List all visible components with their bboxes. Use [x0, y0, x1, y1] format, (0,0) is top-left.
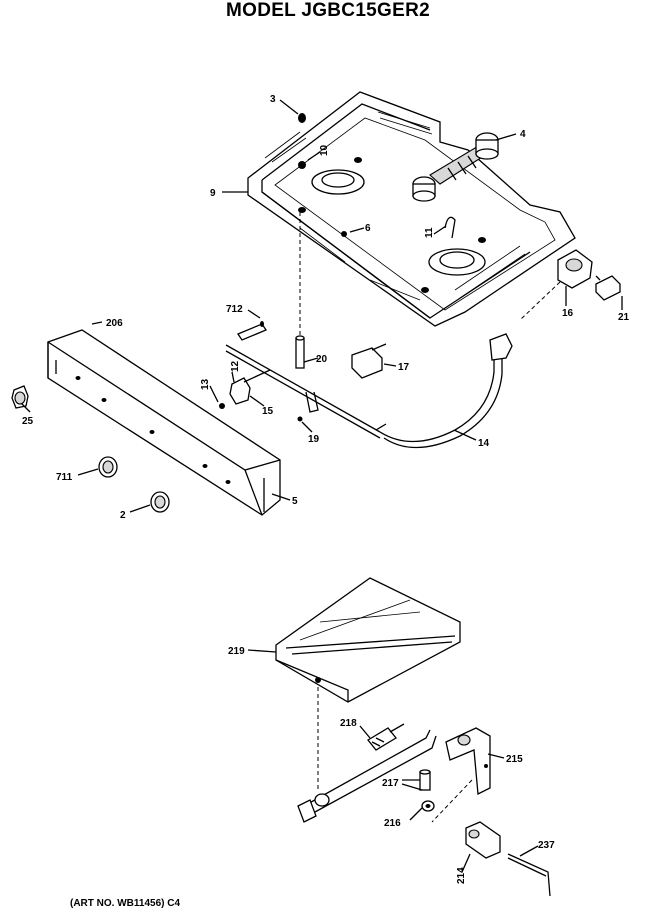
callout-218: 218: [340, 718, 357, 729]
manifold-pipe: [225, 323, 387, 439]
switch-part-21: [595, 275, 621, 301]
burner-box: [247, 91, 576, 327]
igniter-part-214: [465, 821, 501, 859]
callout-12: 12: [230, 360, 241, 372]
thermostat-part-17: [351, 343, 387, 379]
callout-17: 17: [398, 362, 410, 373]
callout-13: 13: [200, 378, 211, 390]
callout-206: 206: [106, 318, 123, 329]
wire-part-237: [507, 853, 551, 897]
igniter-part-218: [367, 723, 405, 751]
callout-712: 712: [226, 304, 243, 315]
callout-2: 2: [120, 510, 126, 521]
diagram-title: MODEL JGBC15GER2: [225, 0, 430, 21]
callouts: 3 4 10 9 6 11 16 21 712 206 20 17 12 13 …: [22, 94, 630, 884]
grommet-711: [98, 456, 118, 478]
callout-25: 25: [22, 416, 34, 427]
burner-tube-bottom: [297, 729, 437, 823]
callout-21: 21: [618, 312, 630, 323]
orifice-part-20: [295, 335, 305, 369]
callout-20: 20: [316, 354, 328, 365]
callout-5: 5: [292, 496, 298, 507]
nut-part-216: [421, 800, 435, 812]
knob-insert-25: [11, 385, 29, 409]
callout-9: 9: [210, 188, 216, 199]
valve-part-15: [229, 369, 271, 405]
grommet-2: [150, 491, 170, 513]
callout-711: 711: [56, 472, 73, 483]
callout-215: 215: [506, 754, 523, 765]
callout-216: 216: [384, 818, 401, 829]
callout-15: 15: [262, 406, 274, 417]
callout-217: 217: [382, 778, 399, 789]
callout-4: 4: [520, 129, 526, 140]
tube-part-14: [379, 333, 513, 449]
callout-16: 16: [562, 308, 574, 319]
burner-shield-219: [275, 577, 461, 703]
igniter-bracket: [412, 132, 499, 202]
control-panel: [47, 329, 281, 516]
callout-3: 3: [270, 94, 276, 105]
callout-14: 14: [478, 438, 490, 449]
leader-lines: [21, 99, 623, 873]
callout-10: 10: [319, 144, 330, 156]
art-number: (ART NO. WB11456) C4: [70, 898, 181, 909]
bracket-part-215: [445, 727, 491, 796]
callout-11: 11: [424, 227, 435, 238]
callout-6: 6: [365, 223, 371, 234]
callout-214: 214: [456, 867, 467, 884]
valve-part-16: [557, 249, 593, 289]
callout-19: 19: [308, 434, 320, 445]
callout-219: 219: [228, 646, 245, 657]
small-parts: [219, 113, 347, 422]
clip-part-11: [444, 216, 456, 239]
fastener-part-217: [419, 769, 431, 791]
callout-237: 237: [538, 840, 555, 851]
